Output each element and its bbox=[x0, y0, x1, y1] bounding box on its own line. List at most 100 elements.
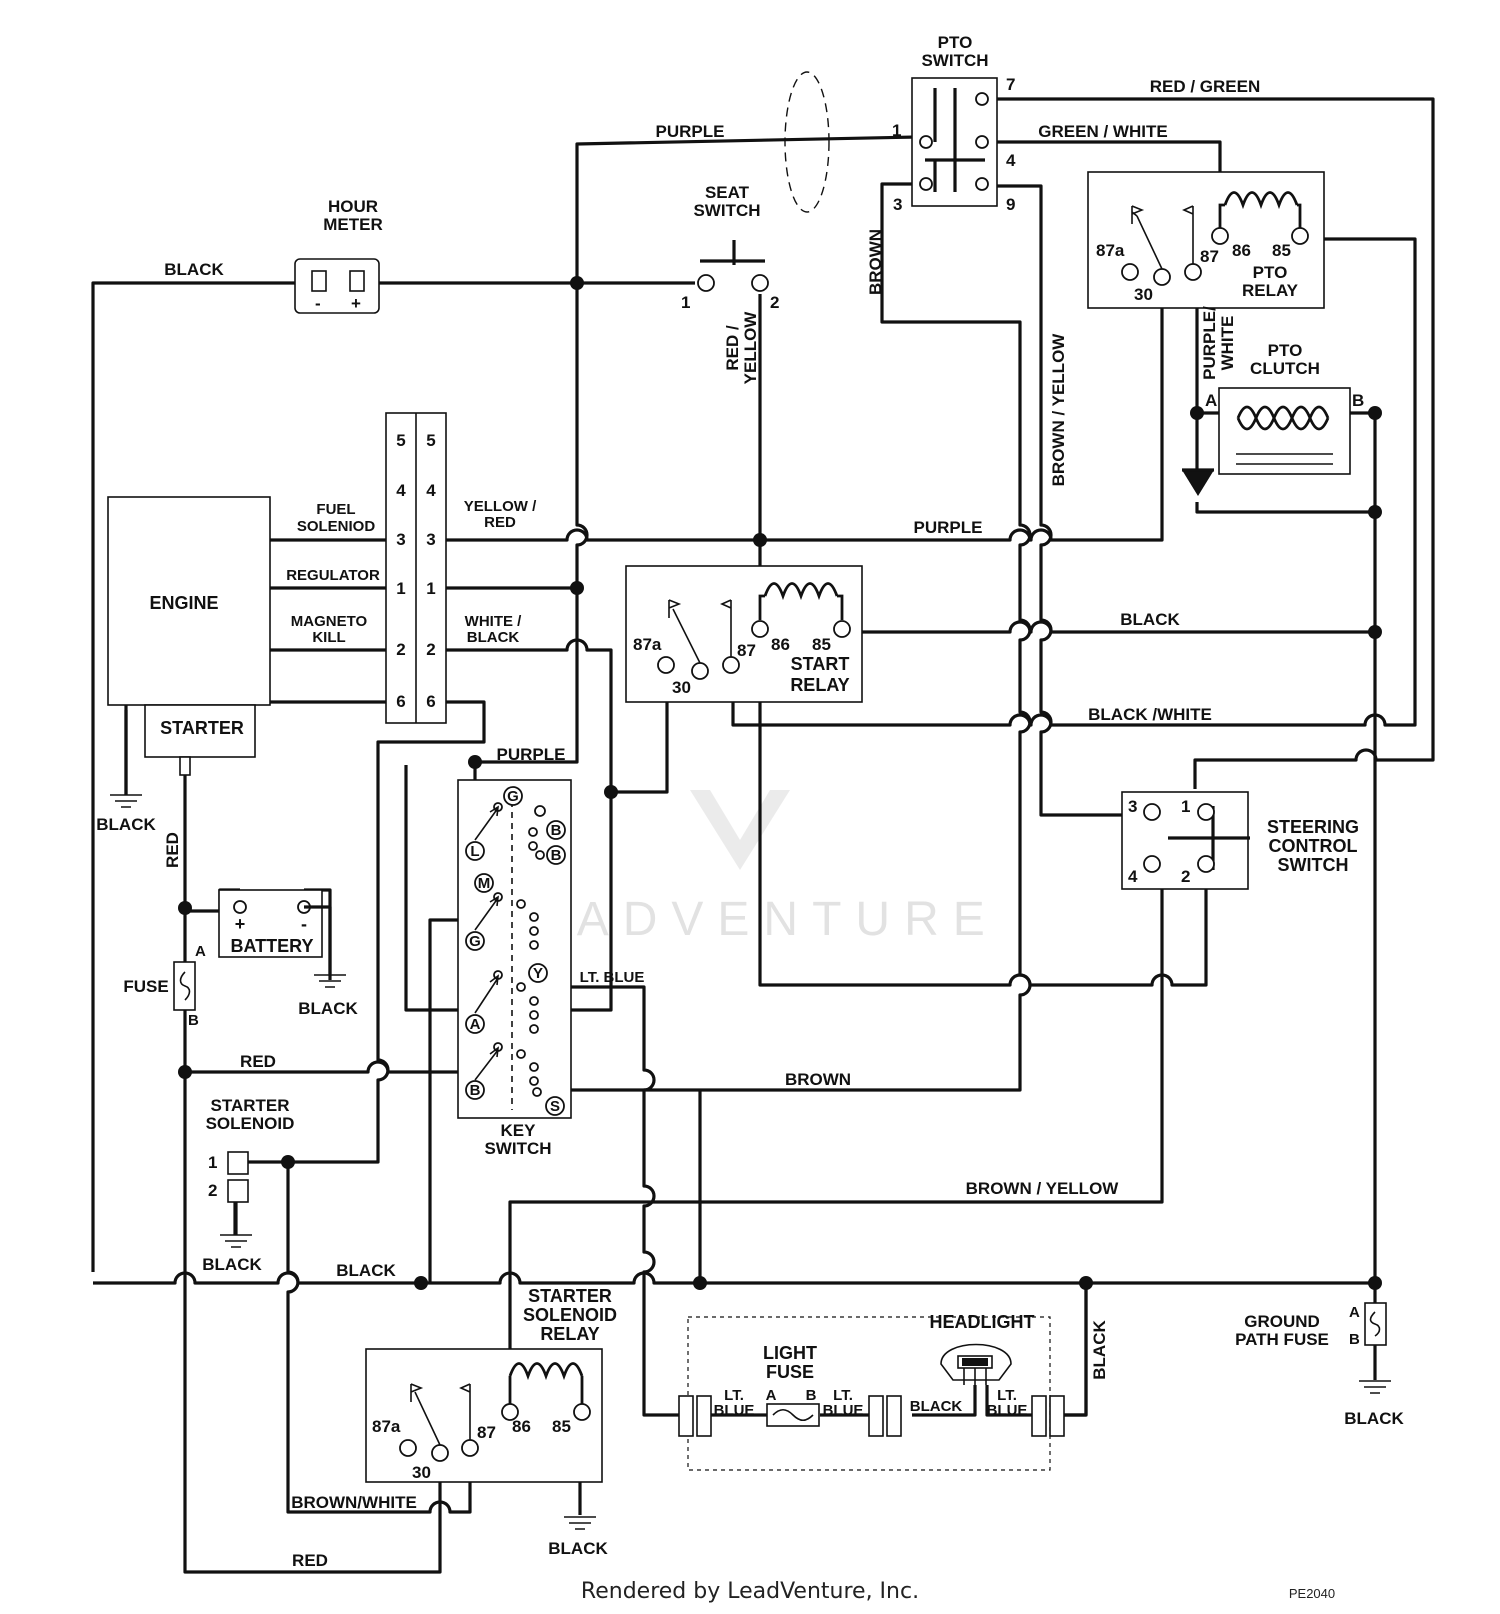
battery-minus: - bbox=[301, 914, 307, 934]
seat-pin-1: 1 bbox=[681, 293, 690, 312]
headlight-label: HEADLIGHT bbox=[930, 1312, 1035, 1332]
regulator-label: REGULATOR bbox=[286, 567, 380, 584]
battery-label: BATTERY bbox=[231, 936, 314, 956]
lt-blue-3b: BLUE bbox=[987, 1402, 1028, 1419]
ssr-ground-label: BLACK bbox=[548, 1539, 608, 1558]
yellow-red-label-2: RED bbox=[484, 514, 516, 531]
conn-right-pin: 6 bbox=[426, 692, 435, 711]
start-relay-30: 30 bbox=[672, 678, 691, 697]
wire-purple-white: PURPLE/ bbox=[1200, 306, 1219, 380]
lt-blue-2: LT. bbox=[833, 1387, 853, 1404]
watermark-text: LEADVENTURE bbox=[490, 893, 999, 946]
wire-green-white: GREEN / WHITE bbox=[1038, 122, 1167, 141]
hour-meter: HOUR METER - + bbox=[294, 197, 383, 314]
pto-pin-7: 7 bbox=[1006, 75, 1015, 94]
wire-black-white: BLACK /WHITE bbox=[1088, 705, 1212, 724]
key-switch-label: KEY bbox=[501, 1121, 537, 1140]
wire-red-bottom: RED bbox=[292, 1551, 328, 1570]
lt-blue-1b: BLUE bbox=[714, 1402, 755, 1419]
gpf-label: GROUND bbox=[1244, 1312, 1320, 1331]
hour-meter-label-2: METER bbox=[323, 215, 383, 234]
key-switch-label-2: SWITCH bbox=[484, 1139, 551, 1158]
start-relay-label-2: RELAY bbox=[790, 675, 849, 695]
ssr-30: 30 bbox=[412, 1463, 431, 1482]
seat-switch-label-2: SWITCH bbox=[693, 201, 760, 220]
conn-left-pin: 1 bbox=[396, 579, 405, 598]
conn-right-pin: 3 bbox=[426, 530, 435, 549]
pto-pin-3: 3 bbox=[893, 195, 902, 214]
lt-blue-3: LT. bbox=[997, 1387, 1017, 1404]
wire-purple-top: PURPLE bbox=[656, 122, 725, 141]
wire-red-yellow-2: YELLOW bbox=[741, 311, 760, 385]
pto-clutch-b: B bbox=[1352, 391, 1364, 410]
hour-meter-label: HOUR bbox=[328, 197, 378, 216]
pto-clutch-label: PTO bbox=[1268, 341, 1303, 360]
scs-label: STEERING bbox=[1267, 817, 1359, 837]
gpf-a: A bbox=[1349, 1304, 1360, 1321]
key-term-l: L bbox=[470, 843, 479, 860]
pto-clutch: PTO CLUTCH A B bbox=[1182, 341, 1364, 496]
light-fuse-a: A bbox=[766, 1387, 777, 1404]
pto-clutch-label-2: CLUTCH bbox=[1250, 359, 1320, 378]
key-term-b: B bbox=[551, 847, 562, 864]
pto-relay-87: 87 bbox=[1200, 247, 1219, 266]
wire-lt-blue-key: LT. BLUE bbox=[580, 969, 645, 986]
start-relay: 87a 30 87 86 85 START RELAY bbox=[625, 565, 863, 703]
lt-blue-1: LT. bbox=[724, 1387, 744, 1404]
light-fuse-label-2: FUSE bbox=[766, 1362, 814, 1382]
solenoid-pin-1: 1 bbox=[208, 1153, 217, 1172]
hour-meter-plus: + bbox=[351, 294, 361, 313]
diagram-code: PE2040 bbox=[1289, 1586, 1335, 1601]
starter-solenoid: STARTER SOLENOID 1 2 BLACK bbox=[202, 1096, 294, 1274]
conn-left-pin: 2 bbox=[396, 640, 405, 659]
pto-relay-87a: 87a bbox=[1096, 241, 1125, 260]
wire-red-yellow: RED / bbox=[723, 325, 742, 371]
conn-left-pin: 4 bbox=[396, 481, 406, 500]
key-term-g: G bbox=[469, 933, 481, 950]
wire-brown-yellow-h: BROWN / YELLOW bbox=[966, 1179, 1120, 1198]
starter-label: STARTER bbox=[160, 718, 244, 738]
engine-connector: 5 4 3 1 2 6 5 4 3 1 2 6 FUEL SOLENIOD RE… bbox=[286, 412, 537, 724]
scs-pin-4: 4 bbox=[1128, 867, 1138, 886]
start-relay-86: 86 bbox=[771, 635, 790, 654]
pto-relay-86: 86 bbox=[1232, 241, 1251, 260]
wire-black-top: BLACK bbox=[164, 260, 224, 279]
key-term-b: B bbox=[551, 822, 562, 839]
scs-label-2: CONTROL bbox=[1269, 836, 1358, 856]
pto-relay: 87a 30 87 86 85 PTO RELAY bbox=[1087, 171, 1325, 309]
fuse-label: FUSE bbox=[123, 977, 168, 996]
key-term-g: G bbox=[507, 788, 519, 805]
junction-dots bbox=[178, 276, 1382, 1290]
wire-brown-key: BROWN bbox=[785, 1070, 851, 1089]
key-switch: G B B L M G Y A B S KEY SWITCH bbox=[457, 779, 572, 1158]
wire-purple-mid: PURPLE bbox=[914, 518, 983, 537]
starter-solenoid-label-2: SOLENOID bbox=[206, 1114, 295, 1133]
ssr-label-3: RELAY bbox=[540, 1324, 599, 1344]
wire-black-bottom: BLACK bbox=[336, 1261, 396, 1280]
ssr-87a: 87a bbox=[372, 1417, 401, 1436]
key-term-b: B bbox=[470, 1082, 481, 1099]
wire-brown-yellow-v: BROWN / YELLOW bbox=[1049, 333, 1068, 487]
watermark: LEADVENTURE bbox=[490, 790, 999, 946]
solenoid-pin-2: 2 bbox=[208, 1181, 217, 1200]
fuel-solenoid-label: FUEL bbox=[316, 501, 355, 518]
key-term-s: S bbox=[550, 1098, 560, 1115]
pto-clutch-a: A bbox=[1205, 391, 1217, 410]
fuel-solenoid-label-2: SOLENIOD bbox=[297, 518, 376, 535]
pto-switch: PTO SWITCH 1 3 4 7 9 bbox=[784, 33, 1016, 214]
hour-meter-minus: - bbox=[315, 294, 321, 313]
ssr-85: 85 bbox=[552, 1417, 571, 1436]
pto-switch-label: PTO bbox=[938, 33, 973, 52]
scs-pin-1: 1 bbox=[1181, 797, 1190, 816]
rendered-by-text: Rendered by LeadVenture, Inc. bbox=[581, 1579, 919, 1604]
fuse-b: B bbox=[188, 1012, 199, 1029]
ssr-label-2: SOLENOID bbox=[523, 1305, 617, 1325]
battery-ground-label: BLACK bbox=[298, 999, 358, 1018]
solenoid-ground-label: BLACK bbox=[202, 1255, 262, 1274]
pto-pin-1: 1 bbox=[892, 121, 901, 140]
wire-red-starter: RED bbox=[163, 832, 182, 868]
fuse-a: A bbox=[195, 943, 206, 960]
conn-right-pin: 1 bbox=[426, 579, 435, 598]
steering-control-switch: 3 1 4 2 STEERING CONTROL SWITCH bbox=[1121, 791, 1359, 890]
